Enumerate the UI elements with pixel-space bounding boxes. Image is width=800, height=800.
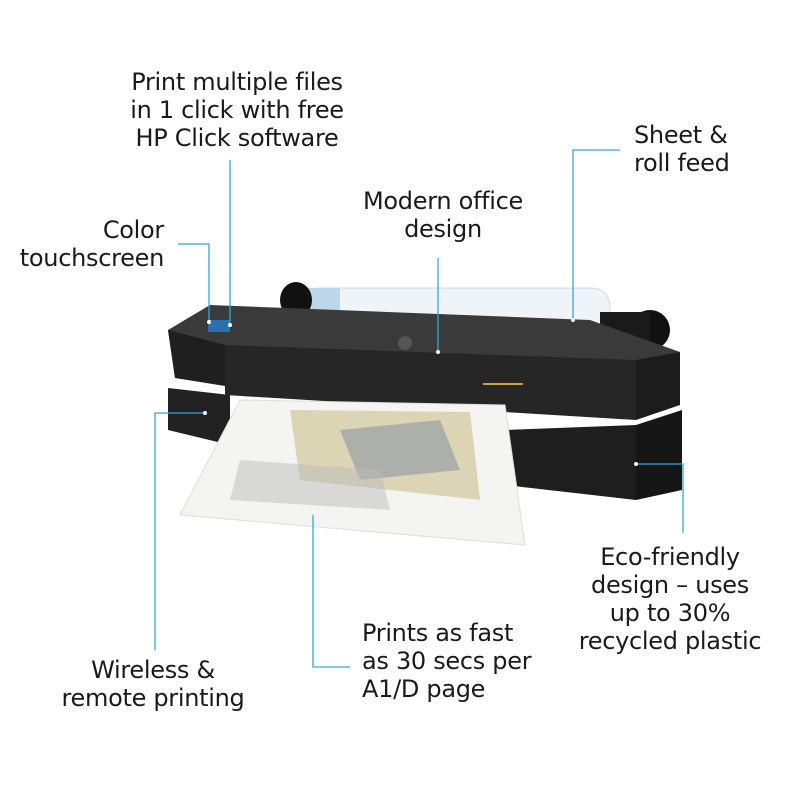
callout-eco: Eco-friendly design – uses up to 30% rec…	[578, 543, 762, 655]
callout-line-speed	[312, 513, 350, 668]
callout-speed: Prints as fast as 30 secs per A1/D page	[362, 619, 532, 703]
callout-hp-click: Print multiple files in 1 click with fre…	[130, 68, 344, 152]
callout-line-touchscreen	[178, 243, 210, 322]
printer-body	[168, 305, 682, 500]
callout-roll-feed: Sheet & roll feed	[634, 121, 730, 177]
printed-paper	[179, 399, 526, 546]
callout-line-wireless	[154, 412, 205, 650]
touchscreen	[208, 320, 230, 332]
hp-logo-icon	[398, 336, 412, 350]
callout-line-roll-feed	[572, 149, 620, 320]
callout-wireless: Wireless & remote printing	[61, 656, 245, 712]
callout-line-eco	[636, 463, 684, 533]
callout-design: Modern office design	[363, 187, 523, 243]
callout-touchscreen: Color touchscreen	[19, 216, 165, 272]
callout-lines	[154, 149, 684, 668]
